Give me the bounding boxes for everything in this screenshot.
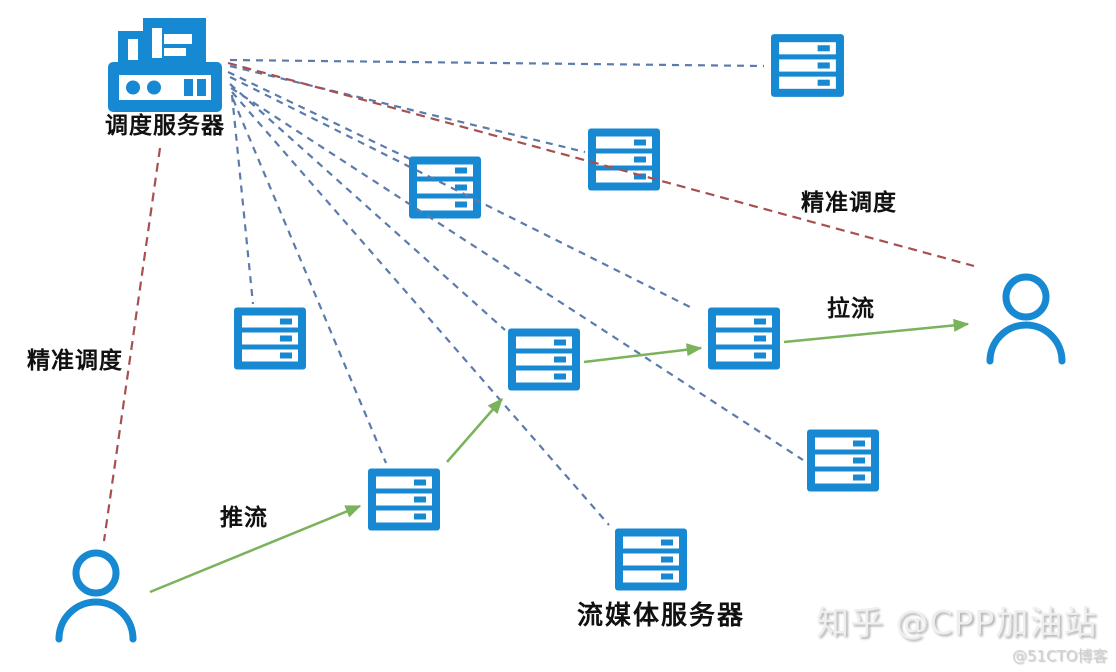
dashed-link-scheduler-server-8	[231, 98, 388, 464]
server-rack-icon-2	[588, 128, 660, 191]
server-rack-icon-3	[409, 156, 481, 219]
green-arrow-pull-stream	[783, 318, 970, 344]
precise-scheduling-left-label: 精准调度	[27, 348, 123, 374]
server-rack-icon-9	[615, 528, 687, 591]
streaming-server-caption: 流媒体服务器	[577, 601, 746, 631]
server-rack-icon-1	[771, 34, 844, 97]
dashed-link-scheduler-server-9	[231, 91, 610, 526]
viewer-person-icon	[986, 273, 1066, 365]
scheduler-server-icon	[108, 18, 222, 112]
dashed-link-scheduler-server-2	[229, 64, 586, 154]
green-arrow-relay-2	[583, 343, 703, 364]
dashed-link-precise-scheduling-left	[102, 147, 162, 542]
server-rack-icon-7	[807, 429, 879, 492]
pull-stream-label: 拉流	[827, 296, 875, 322]
publisher-person-icon	[55, 549, 137, 643]
dashed-link-scheduler-server-3	[227, 71, 413, 161]
scheduler-label: 调度服务器	[105, 113, 225, 139]
green-arrow-push-stream	[149, 504, 362, 594]
dashed-link-scheduler-server-7	[230, 87, 804, 461]
push-stream-label: 推流	[220, 505, 268, 531]
watermark-zhihu: 知乎 @CPP加油站	[816, 603, 1098, 642]
watermark-cto-blog: @51CTO博客	[1012, 647, 1108, 665]
dashed-link-precise-scheduling-right	[227, 61, 975, 268]
server-rack-icon-6	[708, 307, 780, 370]
dashed-link-scheduler-server-1	[229, 58, 765, 68]
green-arrow-relay-1	[446, 398, 503, 463]
dashed-link-scheduler-server-4	[230, 94, 255, 305]
dashed-link-scheduler-server-5	[229, 83, 506, 331]
server-rack-icon-4	[234, 307, 306, 370]
precise-scheduling-right-label: 精准调度	[801, 190, 897, 216]
server-rack-icon-8	[368, 468, 440, 531]
server-rack-icon-5	[508, 328, 580, 391]
